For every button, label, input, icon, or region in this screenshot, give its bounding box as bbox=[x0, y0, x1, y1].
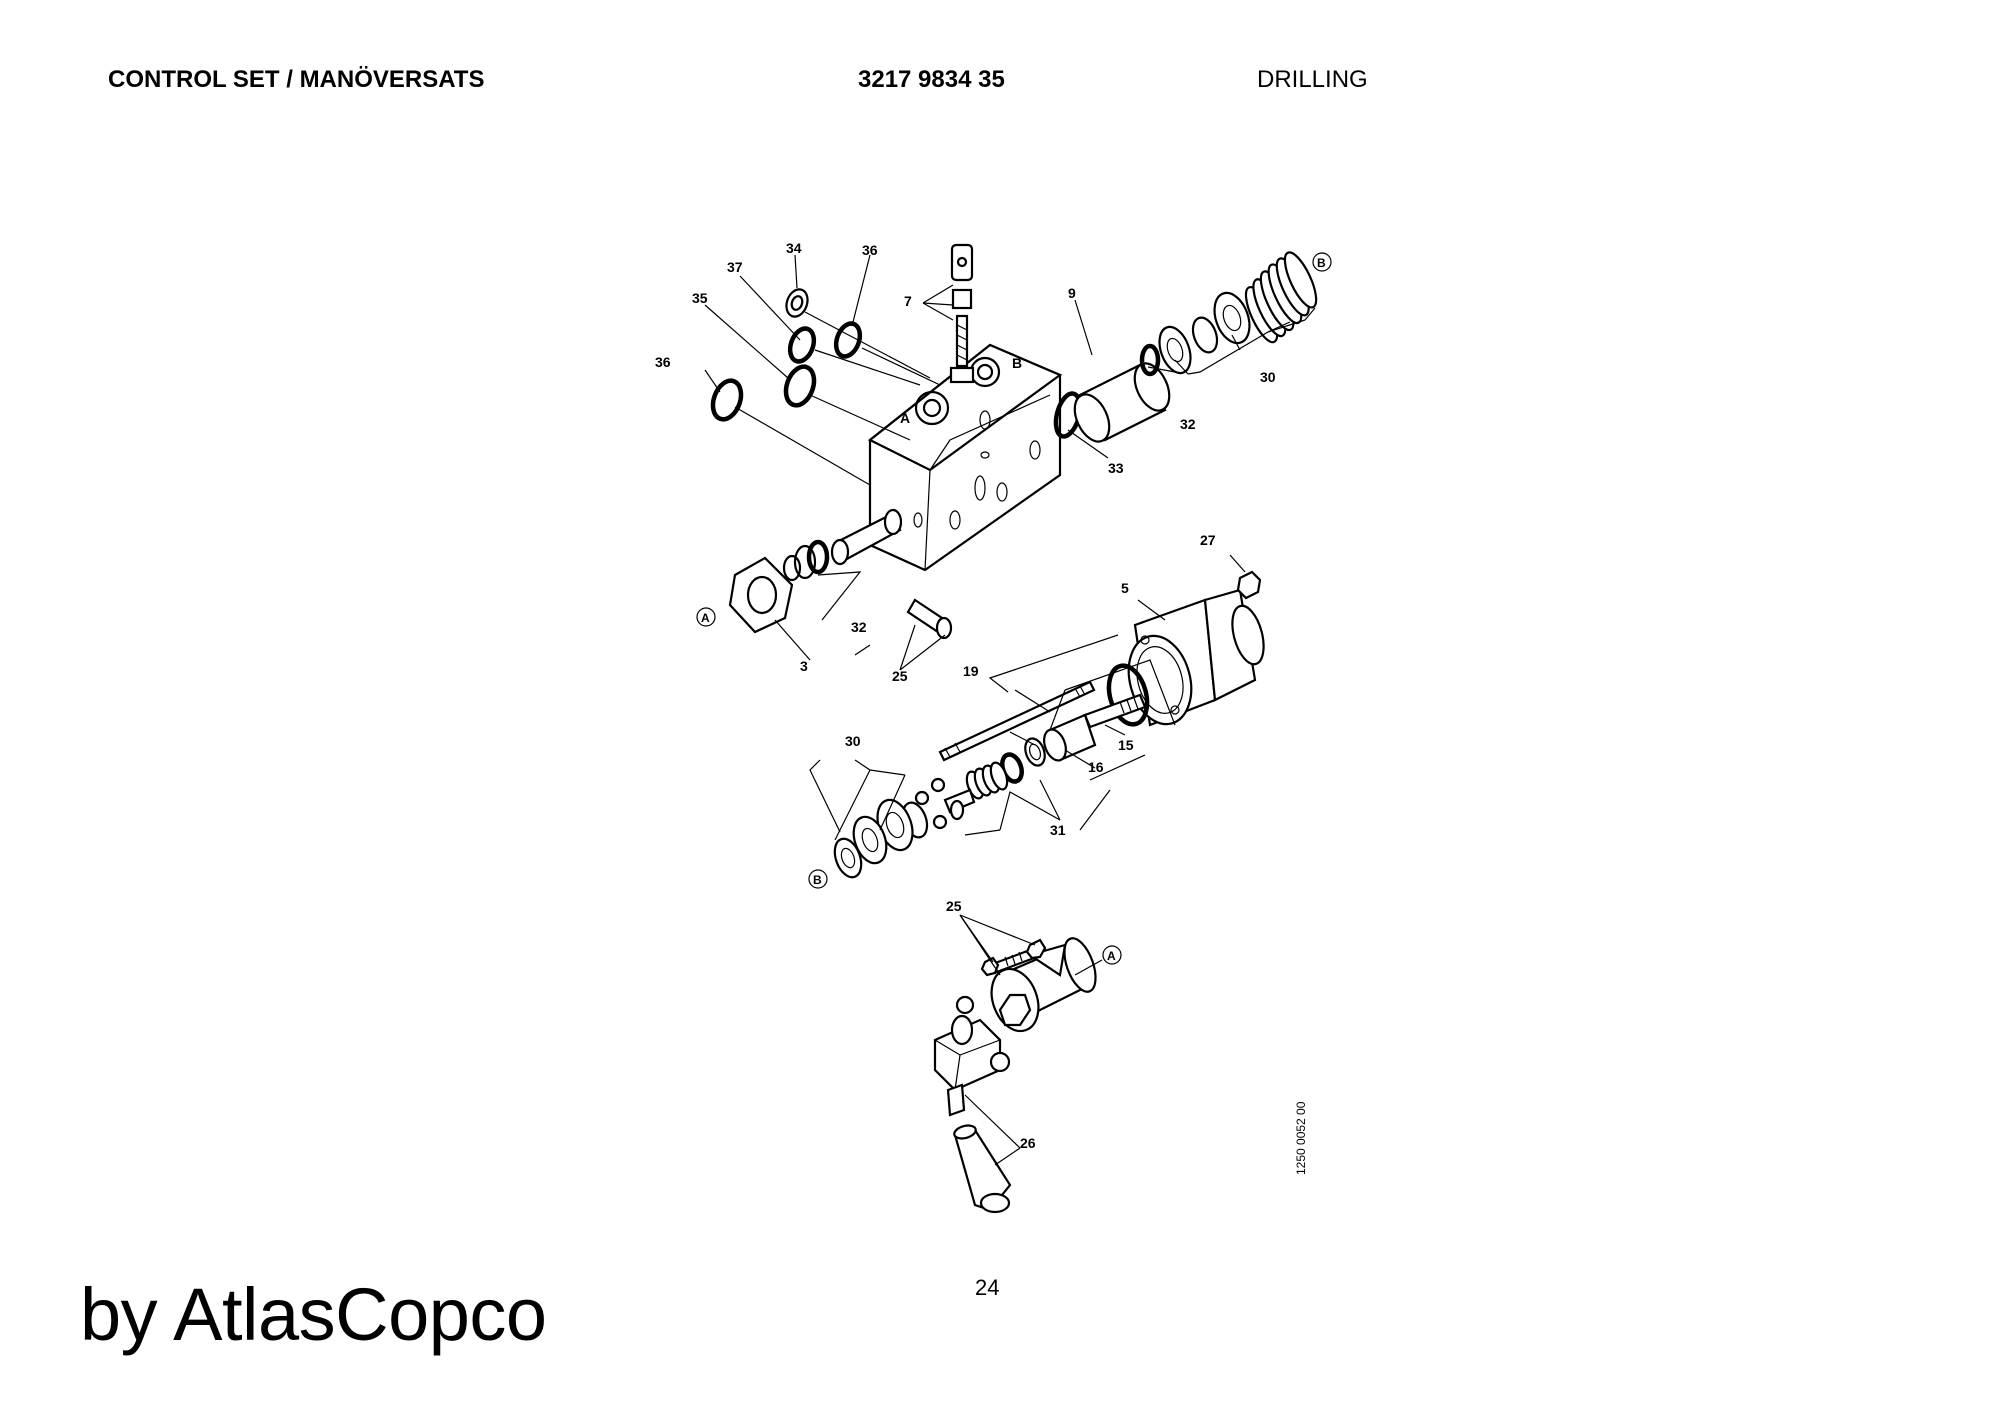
svg-text:B: B bbox=[1317, 256, 1326, 270]
spool-stub bbox=[830, 508, 903, 566]
ref-circle-a-left: A bbox=[696, 607, 716, 627]
section-label: DRILLING bbox=[1257, 66, 1368, 93]
callout-36-top: 36 bbox=[862, 242, 878, 258]
lever-housing bbox=[990, 937, 1097, 1033]
ref-circle-b-upper: B bbox=[1312, 252, 1332, 272]
part-31-spring-assembly bbox=[914, 752, 1024, 830]
part-7-screw-assembly bbox=[949, 243, 975, 384]
callout-34: 34 bbox=[786, 240, 802, 256]
callout-27: 27 bbox=[1200, 532, 1216, 548]
callout-15: 15 bbox=[1118, 737, 1134, 753]
part-30-spring-seats-left bbox=[833, 798, 929, 879]
callout-35: 35 bbox=[692, 290, 708, 306]
callout-32-left: 32 bbox=[851, 619, 867, 635]
callout-19: 19 bbox=[963, 663, 979, 679]
callout-5: 5 bbox=[1121, 580, 1129, 596]
callout-31: 31 bbox=[1050, 822, 1066, 838]
port-b-label: B bbox=[1012, 355, 1022, 371]
leader-lines bbox=[704, 254, 1316, 1166]
part-5-housing bbox=[1106, 576, 1265, 727]
drawing-number: 1250 0052 00 bbox=[1294, 1101, 1308, 1175]
callout-9: 9 bbox=[1068, 285, 1076, 301]
callout-25-lower: 25 bbox=[946, 898, 962, 914]
callout-16: 16 bbox=[1088, 759, 1104, 775]
part-number: 3217 9834 35 bbox=[858, 66, 1005, 93]
part-27-nut bbox=[1236, 570, 1262, 600]
callout-32-right: 32 bbox=[1180, 416, 1196, 432]
callout-37: 37 bbox=[727, 259, 743, 275]
spring-assembly-right bbox=[1158, 251, 1318, 375]
callout-3: 3 bbox=[800, 658, 808, 674]
callout-7: 7 bbox=[904, 293, 912, 309]
ref-circle-a-lower: A bbox=[1102, 945, 1122, 965]
callout-36-left: 36 bbox=[655, 354, 671, 370]
part-16-piston bbox=[1024, 713, 1097, 767]
callout-30-right: 30 bbox=[1260, 369, 1276, 385]
callout-30-left: 30 bbox=[845, 733, 861, 749]
lever-block bbox=[933, 995, 1011, 1117]
svg-text:A: A bbox=[1107, 949, 1116, 963]
part-3-flange bbox=[728, 539, 830, 634]
part-26-lever-knob bbox=[953, 1124, 1012, 1214]
document-title: CONTROL SET / MANÖVERSATS bbox=[108, 66, 485, 93]
valve-body: A B bbox=[867, 343, 1063, 572]
callout-26: 26 bbox=[1020, 1135, 1036, 1151]
svg-text:A: A bbox=[701, 611, 710, 625]
page-number: 24 bbox=[975, 1275, 1000, 1300]
part-25-bolt-lower bbox=[980, 938, 1047, 977]
port-a-label: A bbox=[900, 410, 910, 426]
part-25-pin-upper bbox=[906, 598, 953, 640]
svg-text:B: B bbox=[813, 873, 822, 887]
ref-circle-b-lower: B bbox=[808, 869, 828, 889]
callout-25-upper: 25 bbox=[892, 668, 908, 684]
part-9-sleeve bbox=[1053, 343, 1171, 443]
callout-33: 33 bbox=[1108, 460, 1124, 476]
brand-footer: by AtlasCopco bbox=[80, 1273, 547, 1356]
seal-rings-left bbox=[710, 288, 863, 422]
